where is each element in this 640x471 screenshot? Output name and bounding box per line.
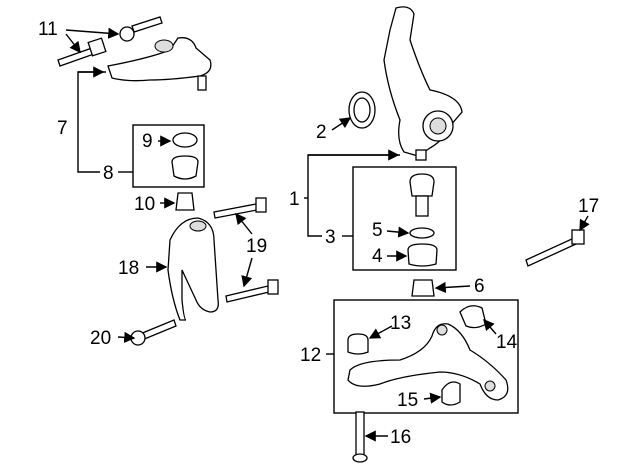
bushing-15 <box>441 381 461 406</box>
callout-6: 6 <box>474 276 485 297</box>
callout-9: 9 <box>142 131 153 152</box>
bolt-19a-head <box>255 197 267 213</box>
callout-20: 20 <box>90 328 111 349</box>
callout-3: 3 <box>325 227 336 248</box>
callout-19: 19 <box>246 236 267 257</box>
callout-15: 15 <box>397 390 418 411</box>
lower-ball-joint-box <box>352 166 457 271</box>
nut-10 <box>175 192 195 211</box>
seal-2 <box>348 91 376 129</box>
bolt-19b-head <box>267 279 279 295</box>
bolt-17 <box>525 237 577 267</box>
steering-knuckle <box>383 6 463 161</box>
bolt-19b <box>225 285 270 303</box>
upper-control-arm <box>107 37 212 91</box>
callout-16: 16 <box>390 427 411 448</box>
callout-12: 12 <box>300 345 321 366</box>
ball-joint-3 <box>409 173 435 197</box>
bolt-16 <box>355 411 365 457</box>
bushing-13 <box>347 333 369 355</box>
callout-14: 14 <box>496 332 518 353</box>
callout-8: 8 <box>103 163 114 184</box>
callout-11: 11 <box>38 19 58 40</box>
nut-6 <box>411 279 435 297</box>
callout-5: 5 <box>372 220 383 241</box>
ball-joint-box <box>132 124 205 188</box>
bolt-16-head <box>352 453 368 463</box>
callout-17: 17 <box>578 196 599 217</box>
bolt-11 <box>57 16 163 67</box>
callout-18: 18 <box>118 258 139 279</box>
callout-13: 13 <box>390 313 411 334</box>
ring-5 <box>409 227 435 239</box>
bushing-14 <box>459 305 487 329</box>
callout-7: 7 <box>57 118 68 139</box>
bolt-19a <box>213 203 258 219</box>
callout-4: 4 <box>372 246 383 267</box>
callout-1: 1 <box>289 189 300 210</box>
callout-2: 2 <box>316 122 327 143</box>
bolt-17-head <box>571 229 585 245</box>
ball-joint-stud <box>415 195 429 217</box>
ball-joint-8 <box>171 155 199 180</box>
lower-arm-box <box>333 299 519 414</box>
boot-4 <box>407 243 438 267</box>
boot-9 <box>172 132 198 148</box>
leader-lines <box>65 27 590 442</box>
fork-18 <box>167 217 219 321</box>
lower-control-arm <box>347 323 509 401</box>
callout-10: 10 <box>134 194 155 215</box>
